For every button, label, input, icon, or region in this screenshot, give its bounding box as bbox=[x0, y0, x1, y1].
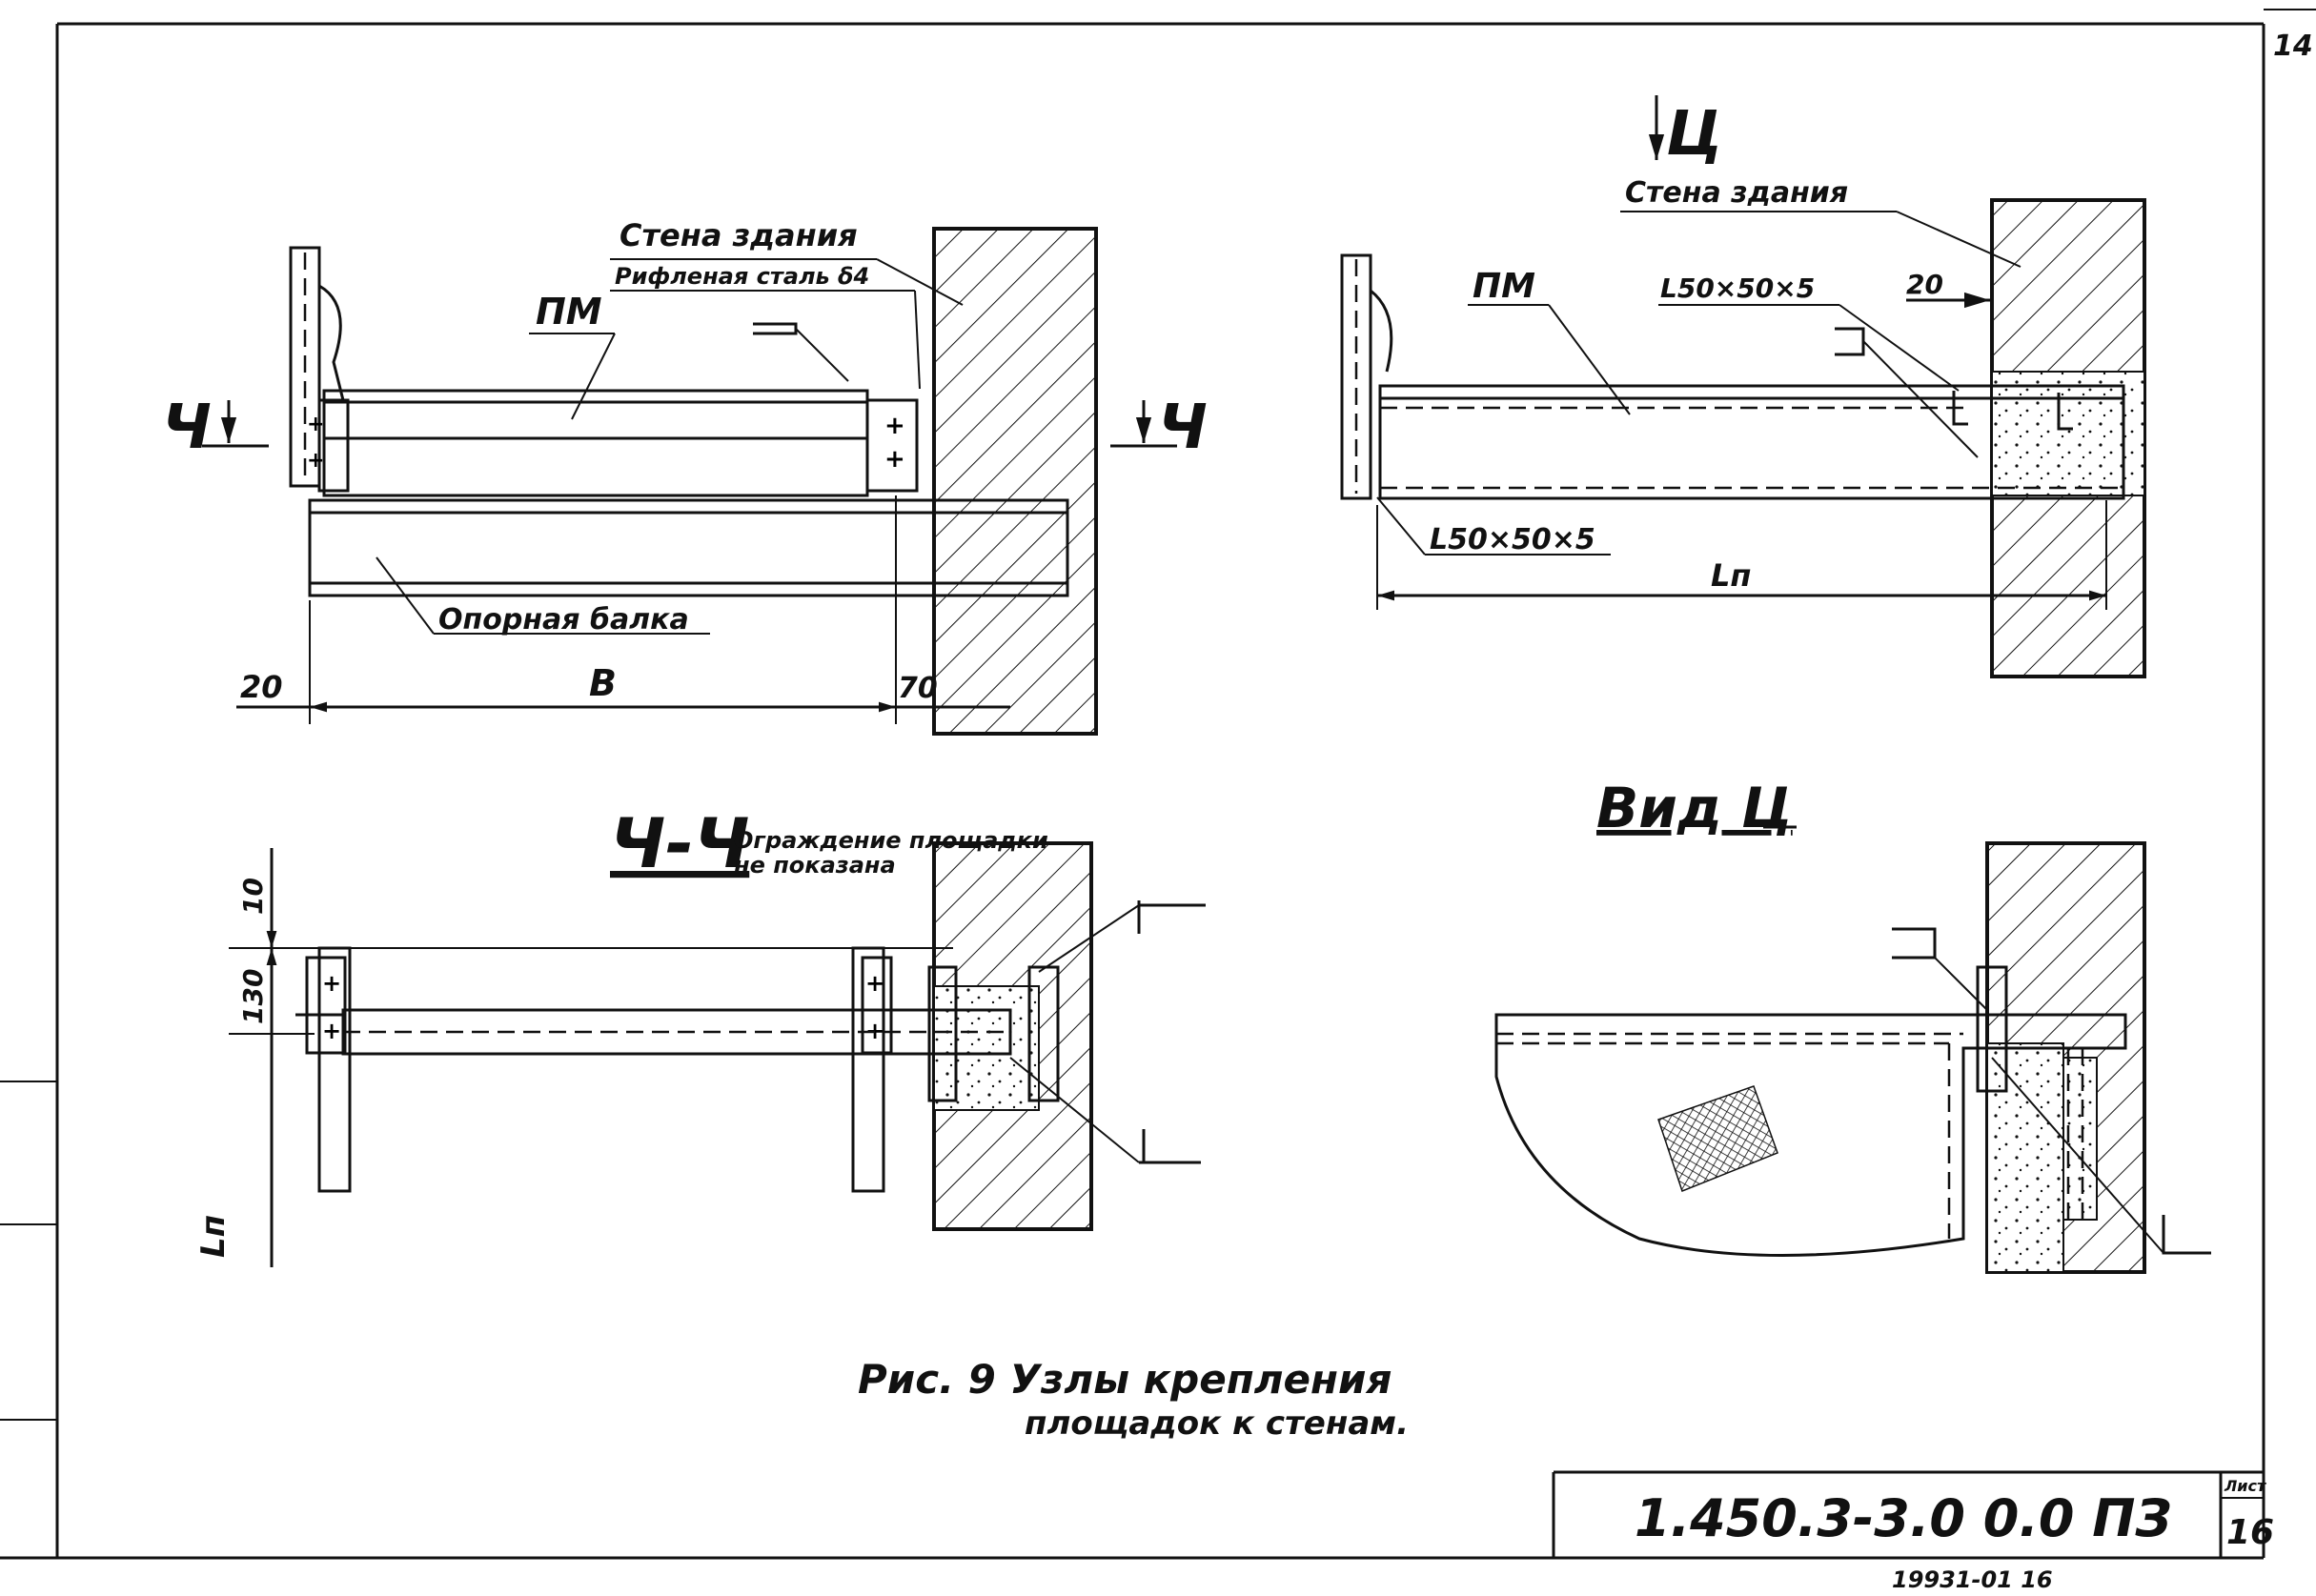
dim-20-right: 20 bbox=[1906, 269, 1943, 300]
view-c-title: Вид Ц bbox=[1596, 776, 1793, 840]
section-cc: + + + + Ч-Ч Ограждение площадки не показ… bbox=[194, 803, 1206, 1267]
platform-outline bbox=[1494, 1013, 2127, 1257]
sheet-number: 16 bbox=[2226, 1513, 2274, 1552]
page-corner-number: 14 bbox=[2273, 30, 2313, 63]
caption-line1: Рис. 9 Узлы крепления bbox=[858, 1356, 1392, 1403]
pm-deck bbox=[322, 389, 869, 497]
dim-ln-section: Lп bbox=[194, 1215, 233, 1258]
section-note-1: Ограждение площадки bbox=[734, 827, 1048, 854]
dim-70: 70 bbox=[898, 672, 938, 705]
section-mark-right: Ч bbox=[1158, 393, 1208, 463]
angle-label-bottom: L50×50×5 bbox=[1430, 523, 1595, 556]
title-block: 1.450.3-3.0 0.0 ПЗ Лист 16 19931-01 16 bbox=[1552, 1470, 2274, 1593]
support-beam bbox=[308, 498, 1069, 597]
section-note-2: не показана bbox=[734, 852, 896, 879]
pm-label-left: ПМ bbox=[536, 291, 602, 333]
angle-label-top: L50×50×5 bbox=[1660, 273, 1815, 304]
caption-line2: площадок к стенам. bbox=[1025, 1404, 1409, 1443]
svg-text:+: + bbox=[322, 1018, 341, 1044]
dim-10: 10 bbox=[237, 878, 269, 915]
pm-label-right: ПМ bbox=[1473, 267, 1535, 306]
wall-label-right: Стена здания bbox=[1625, 176, 1848, 210]
dim-ln-right: Lп bbox=[1711, 557, 1752, 594]
svg-text:+: + bbox=[884, 445, 905, 474]
beam-label: Опорная балка bbox=[438, 603, 689, 636]
view-mark-c: Ц bbox=[1666, 99, 1722, 170]
grating-mesh bbox=[1657, 1085, 1778, 1192]
dim-b: В bbox=[589, 662, 617, 704]
svg-text:+: + bbox=[307, 413, 324, 436]
section-title: Ч-Ч bbox=[610, 803, 749, 883]
sheet-frame bbox=[0, 9, 2316, 1560]
section-mark-left: Ч bbox=[162, 393, 212, 463]
view-top-left: + + + + Ч Ч Стена зда bbox=[162, 217, 1208, 736]
svg-text:+: + bbox=[884, 412, 905, 440]
svg-text:+: + bbox=[322, 970, 341, 997]
archive-number: 19931-01 16 bbox=[1892, 1566, 2053, 1593]
view-top-right: Ц Стена здания ПМ L50×50×5 20 L50×50×5 L… bbox=[1340, 95, 2146, 678]
dim-20-left: 20 bbox=[240, 669, 283, 705]
svg-text:+: + bbox=[865, 1018, 884, 1044]
dim-130: 130 bbox=[237, 969, 269, 1024]
bracket-plate bbox=[865, 398, 919, 493]
view-c: Вид Ц bbox=[1494, 776, 2211, 1274]
sheet-label: Лист bbox=[2224, 1477, 2267, 1495]
pm-right bbox=[1378, 384, 2125, 500]
doc-code: 1.450.3-3.0 0.0 ПЗ bbox=[1635, 1488, 2172, 1548]
svg-text:+: + bbox=[307, 449, 324, 473]
svg-text:+: + bbox=[865, 970, 884, 997]
railing-post bbox=[289, 246, 321, 488]
wall-label-left: Стена здания bbox=[620, 217, 858, 253]
wall-top-left bbox=[932, 227, 1098, 736]
plate-label: Рифленая сталь δ4 bbox=[615, 263, 869, 290]
